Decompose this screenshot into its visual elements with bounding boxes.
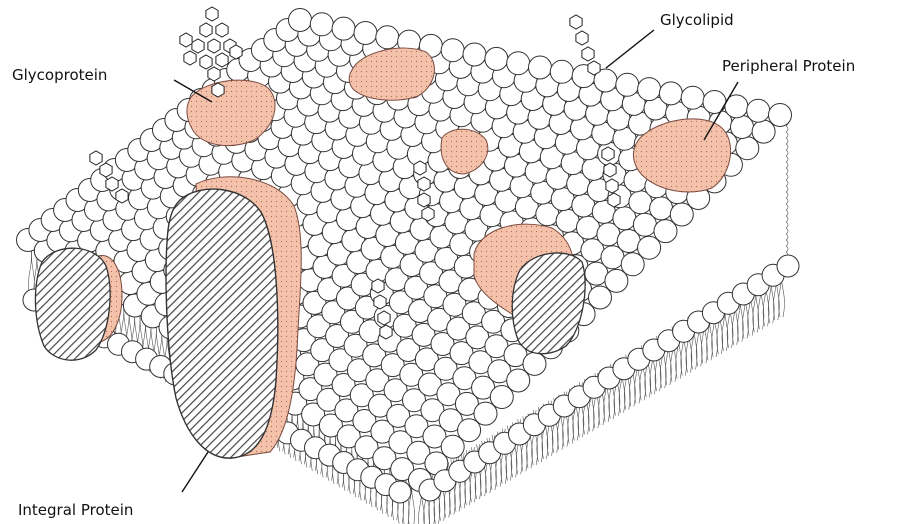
glycoprotein-label: Glycoprotein <box>12 66 107 84</box>
integral-protein-label: Integral Protein <box>18 501 133 519</box>
glycolipid-leader <box>606 30 654 68</box>
peripheral-protein-label: Peripheral Protein <box>722 57 855 75</box>
integral-protein-shape <box>166 177 301 458</box>
glycolipid-label: Glycolipid <box>660 11 734 29</box>
integral-protein-leader <box>182 452 208 492</box>
